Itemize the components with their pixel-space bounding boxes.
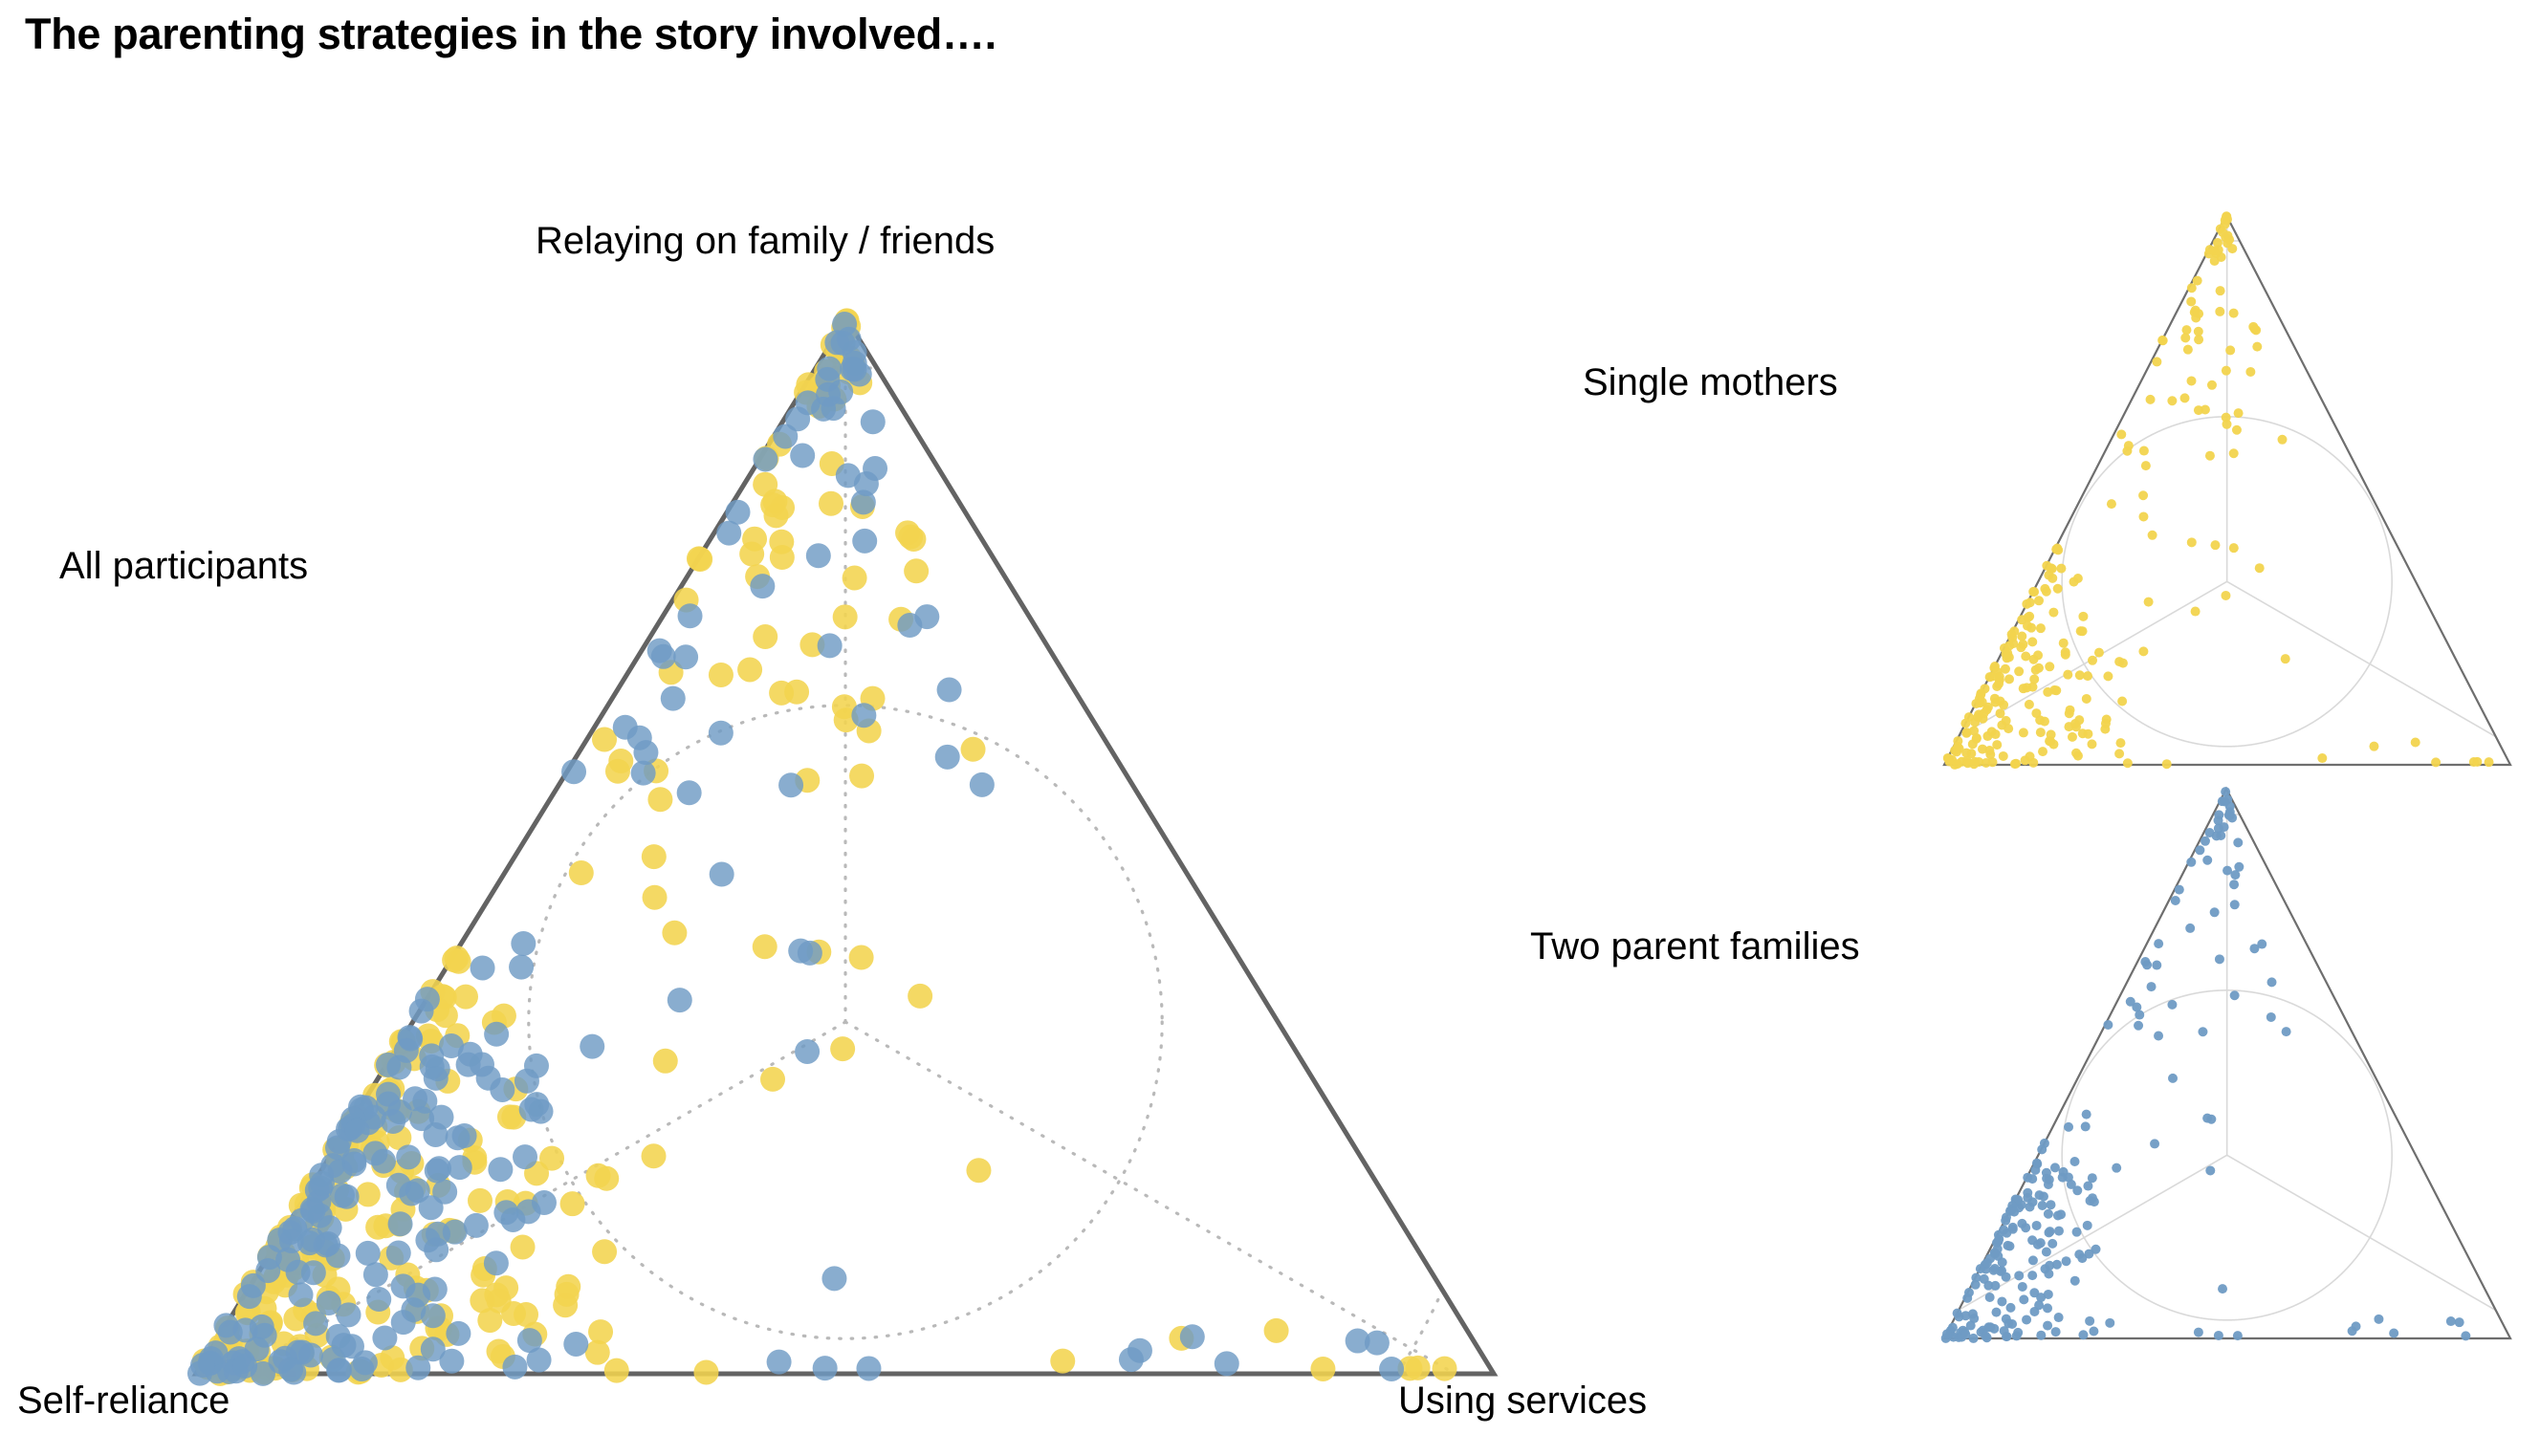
single-plot-outline (1942, 212, 2512, 767)
two-plot-outline (1942, 786, 2512, 1340)
page-title: The parenting strategies in the story in… (25, 10, 996, 58)
ternary-plot-two-parent-families (1940, 786, 2512, 1343)
ternary-plot-single-mothers (1942, 211, 2512, 770)
main-plot-outline (191, 314, 1499, 1377)
main-panel-label: All participants (59, 545, 309, 587)
main-axis-label-bottom-right: Using services (1398, 1380, 1648, 1422)
ternary-plot-all-participants (186, 308, 1499, 1386)
single-plot-points (1942, 211, 2494, 770)
panel-label-two-parent-families: Two parent families (1530, 925, 1860, 967)
panel-label-single-mothers: Single mothers (1583, 361, 1838, 403)
main-plot-points-single-mothers (191, 308, 1457, 1386)
main-axis-label-top: Relaying on family / friends (536, 220, 996, 262)
main-plot-points-two-parent (186, 312, 1405, 1386)
two-plot-points (1940, 787, 2471, 1343)
main-axis-label-bottom-left: Self-reliance (17, 1380, 230, 1422)
